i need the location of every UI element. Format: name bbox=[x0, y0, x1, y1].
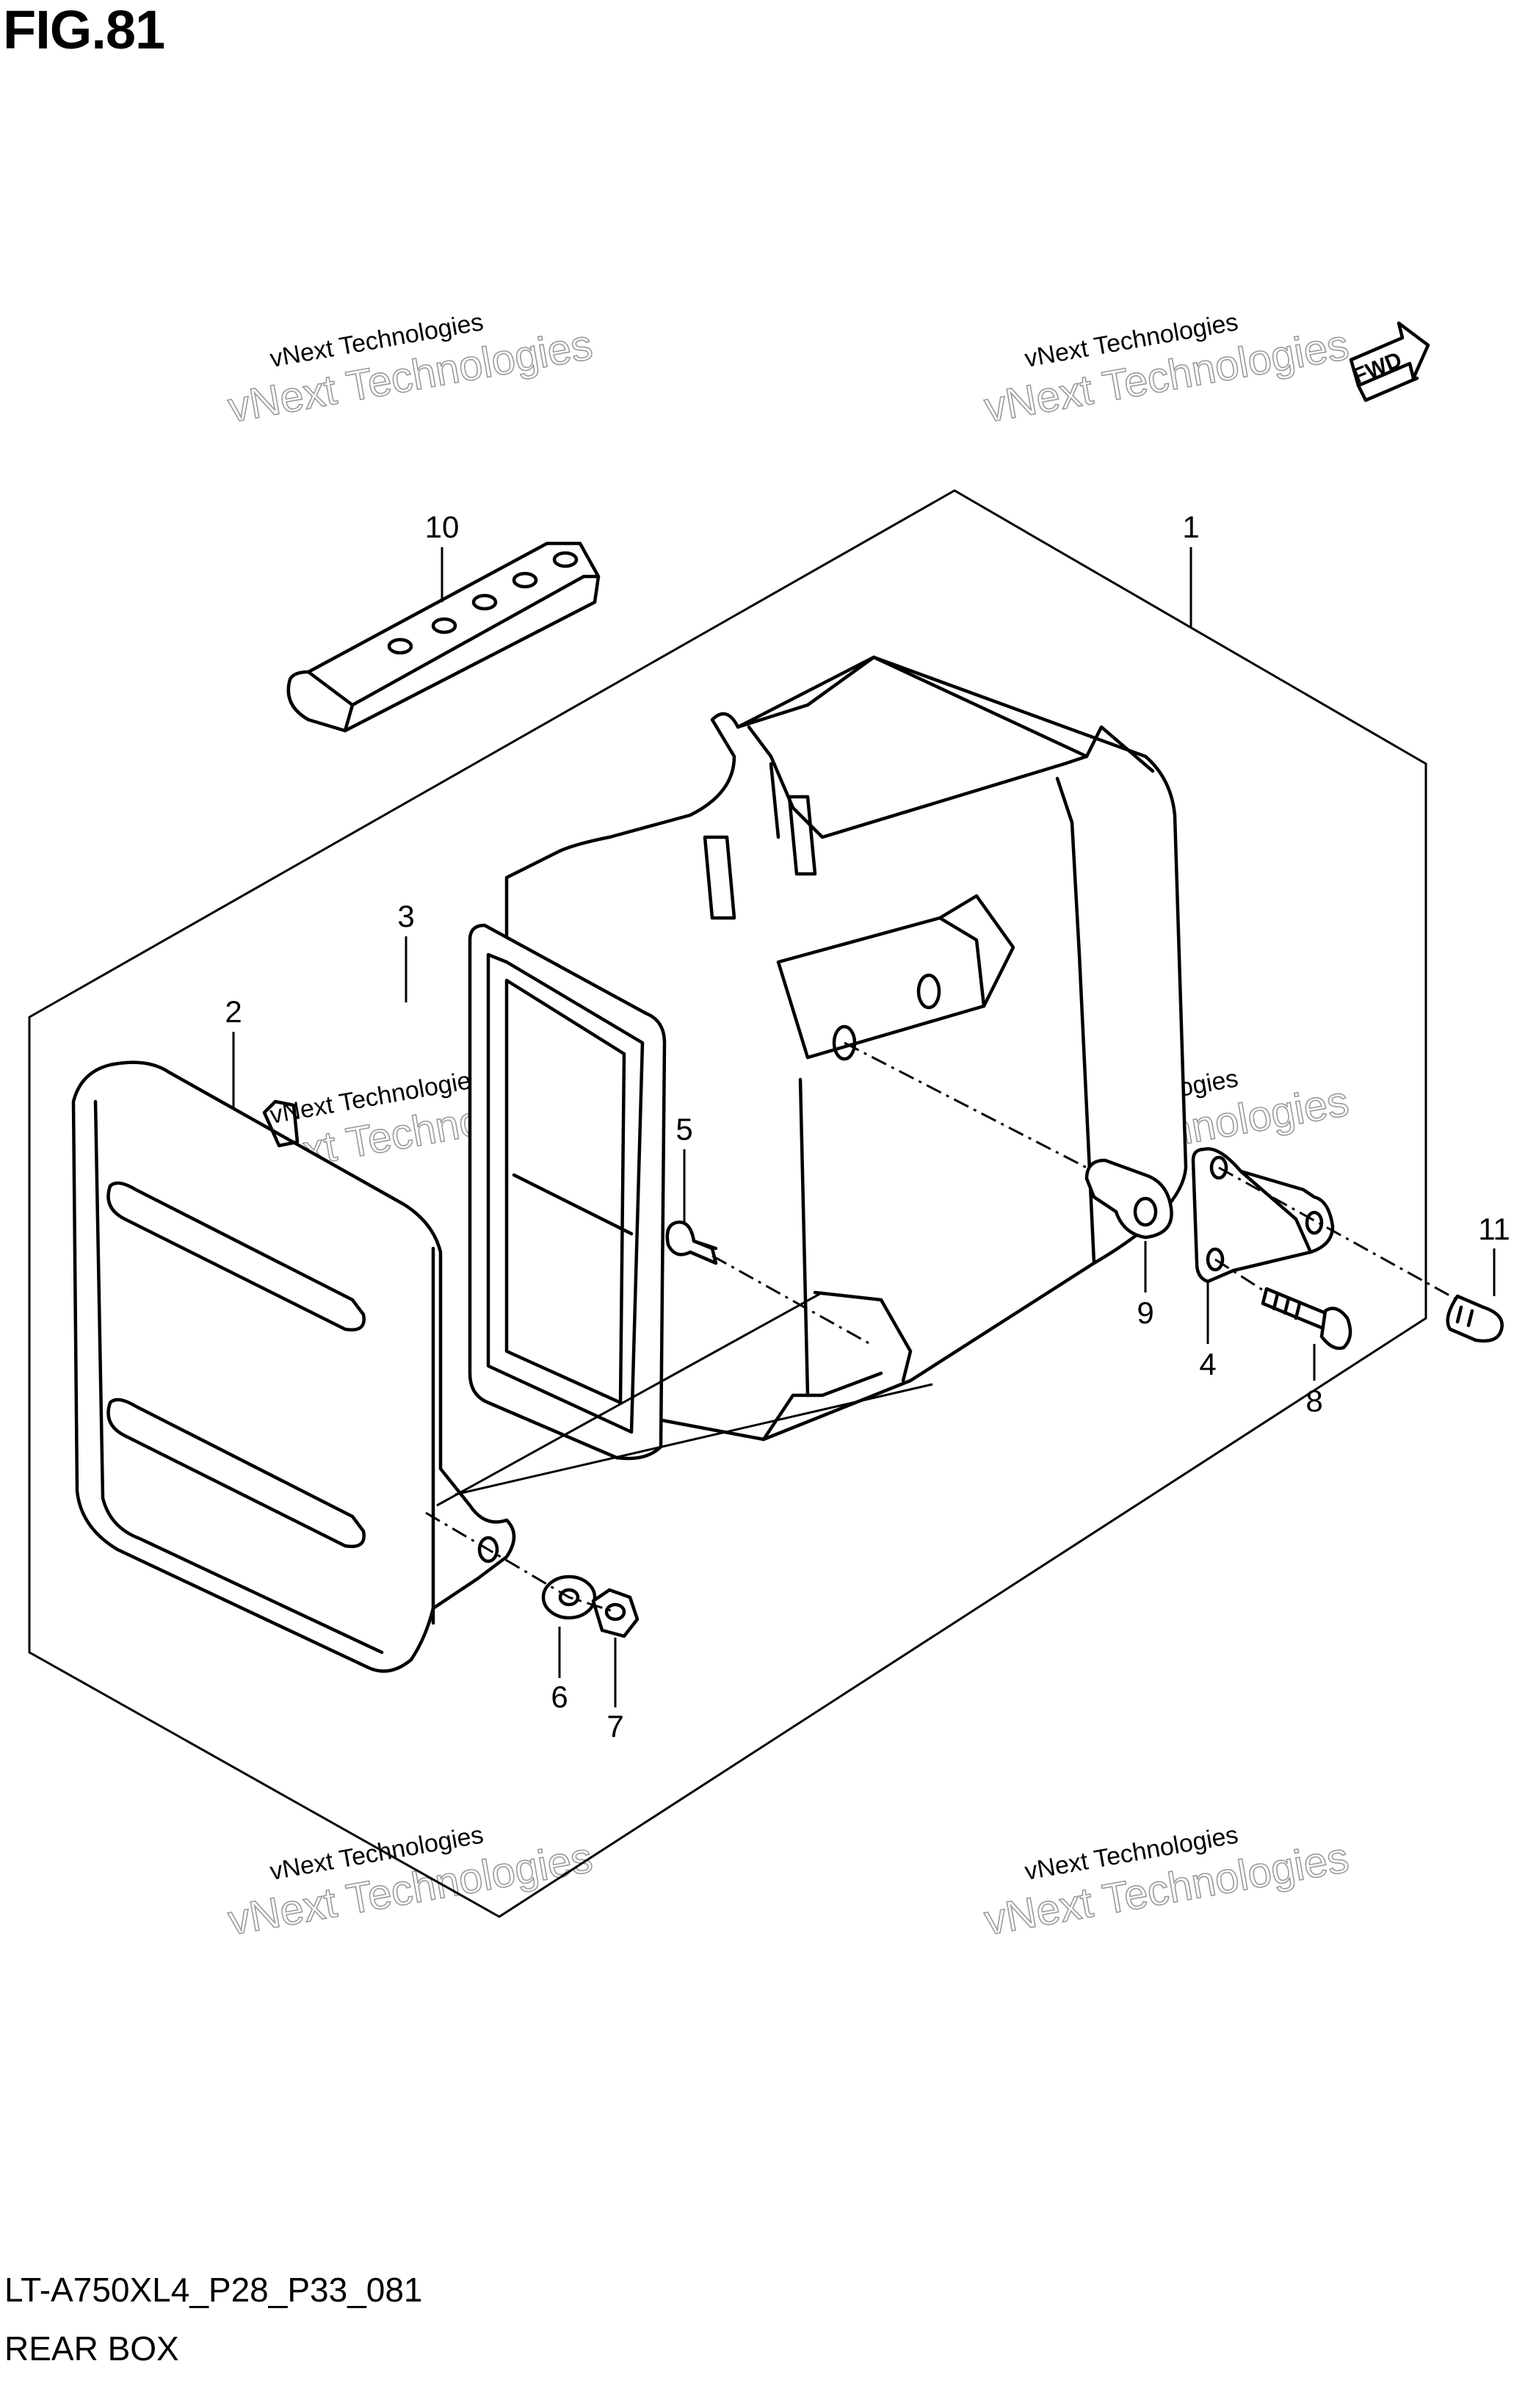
callout-9: 9 bbox=[1137, 1295, 1153, 1330]
part-4-plate bbox=[1191, 1147, 1335, 1284]
callout-3: 3 bbox=[397, 899, 414, 933]
part-3-seal-frame bbox=[468, 923, 667, 1461]
part-10-bracket bbox=[286, 541, 601, 733]
callout-10: 10 bbox=[425, 510, 460, 544]
assembly-line-bolt bbox=[1214, 1258, 1267, 1294]
part-7-nut bbox=[591, 1588, 640, 1638]
callout-8: 8 bbox=[1305, 1384, 1322, 1418]
part-8-bolt bbox=[1261, 1287, 1352, 1351]
part-5-pin bbox=[665, 1221, 718, 1265]
part-9-grommet bbox=[1084, 1158, 1173, 1240]
callout-2: 2 bbox=[225, 994, 242, 1029]
watermark-bottom-right: vNext Technologies vNext Technologies bbox=[980, 1821, 1352, 1945]
watermark-top-right: vNext Technologies vNext Technologies bbox=[980, 308, 1352, 432]
callout-7: 7 bbox=[606, 1709, 623, 1743]
assembly-boundary bbox=[28, 489, 1427, 1918]
assembly-line-grommet bbox=[844, 1041, 1087, 1169]
callout-6: 6 bbox=[551, 1680, 568, 1714]
lid-hinge-lines bbox=[436, 1291, 933, 1507]
assembly-line-lid-nut bbox=[425, 1511, 616, 1613]
callout-1: 1 bbox=[1182, 510, 1199, 544]
callout-11: 11 bbox=[1478, 1212, 1510, 1246]
part-11-screw bbox=[1446, 1294, 1504, 1343]
figure-code: LT-A750XL4_P28_P33_081 bbox=[4, 2271, 423, 2309]
callout-5: 5 bbox=[675, 1112, 692, 1146]
assembly-line-screw bbox=[1218, 1166, 1458, 1301]
figure-name: REAR BOX bbox=[4, 2329, 179, 2368]
part-2-lid bbox=[71, 1060, 516, 1673]
figure-title: FIG.81 bbox=[3, 0, 165, 60]
watermark-top-left: vNext Technologies vNext Technologies bbox=[224, 308, 596, 432]
fwd-arrow-icon: FWD bbox=[1349, 321, 1430, 402]
callout-4: 4 bbox=[1199, 1347, 1216, 1381]
watermark-bottom-left: vNext Technologies vNext Technologies bbox=[224, 1821, 596, 1945]
